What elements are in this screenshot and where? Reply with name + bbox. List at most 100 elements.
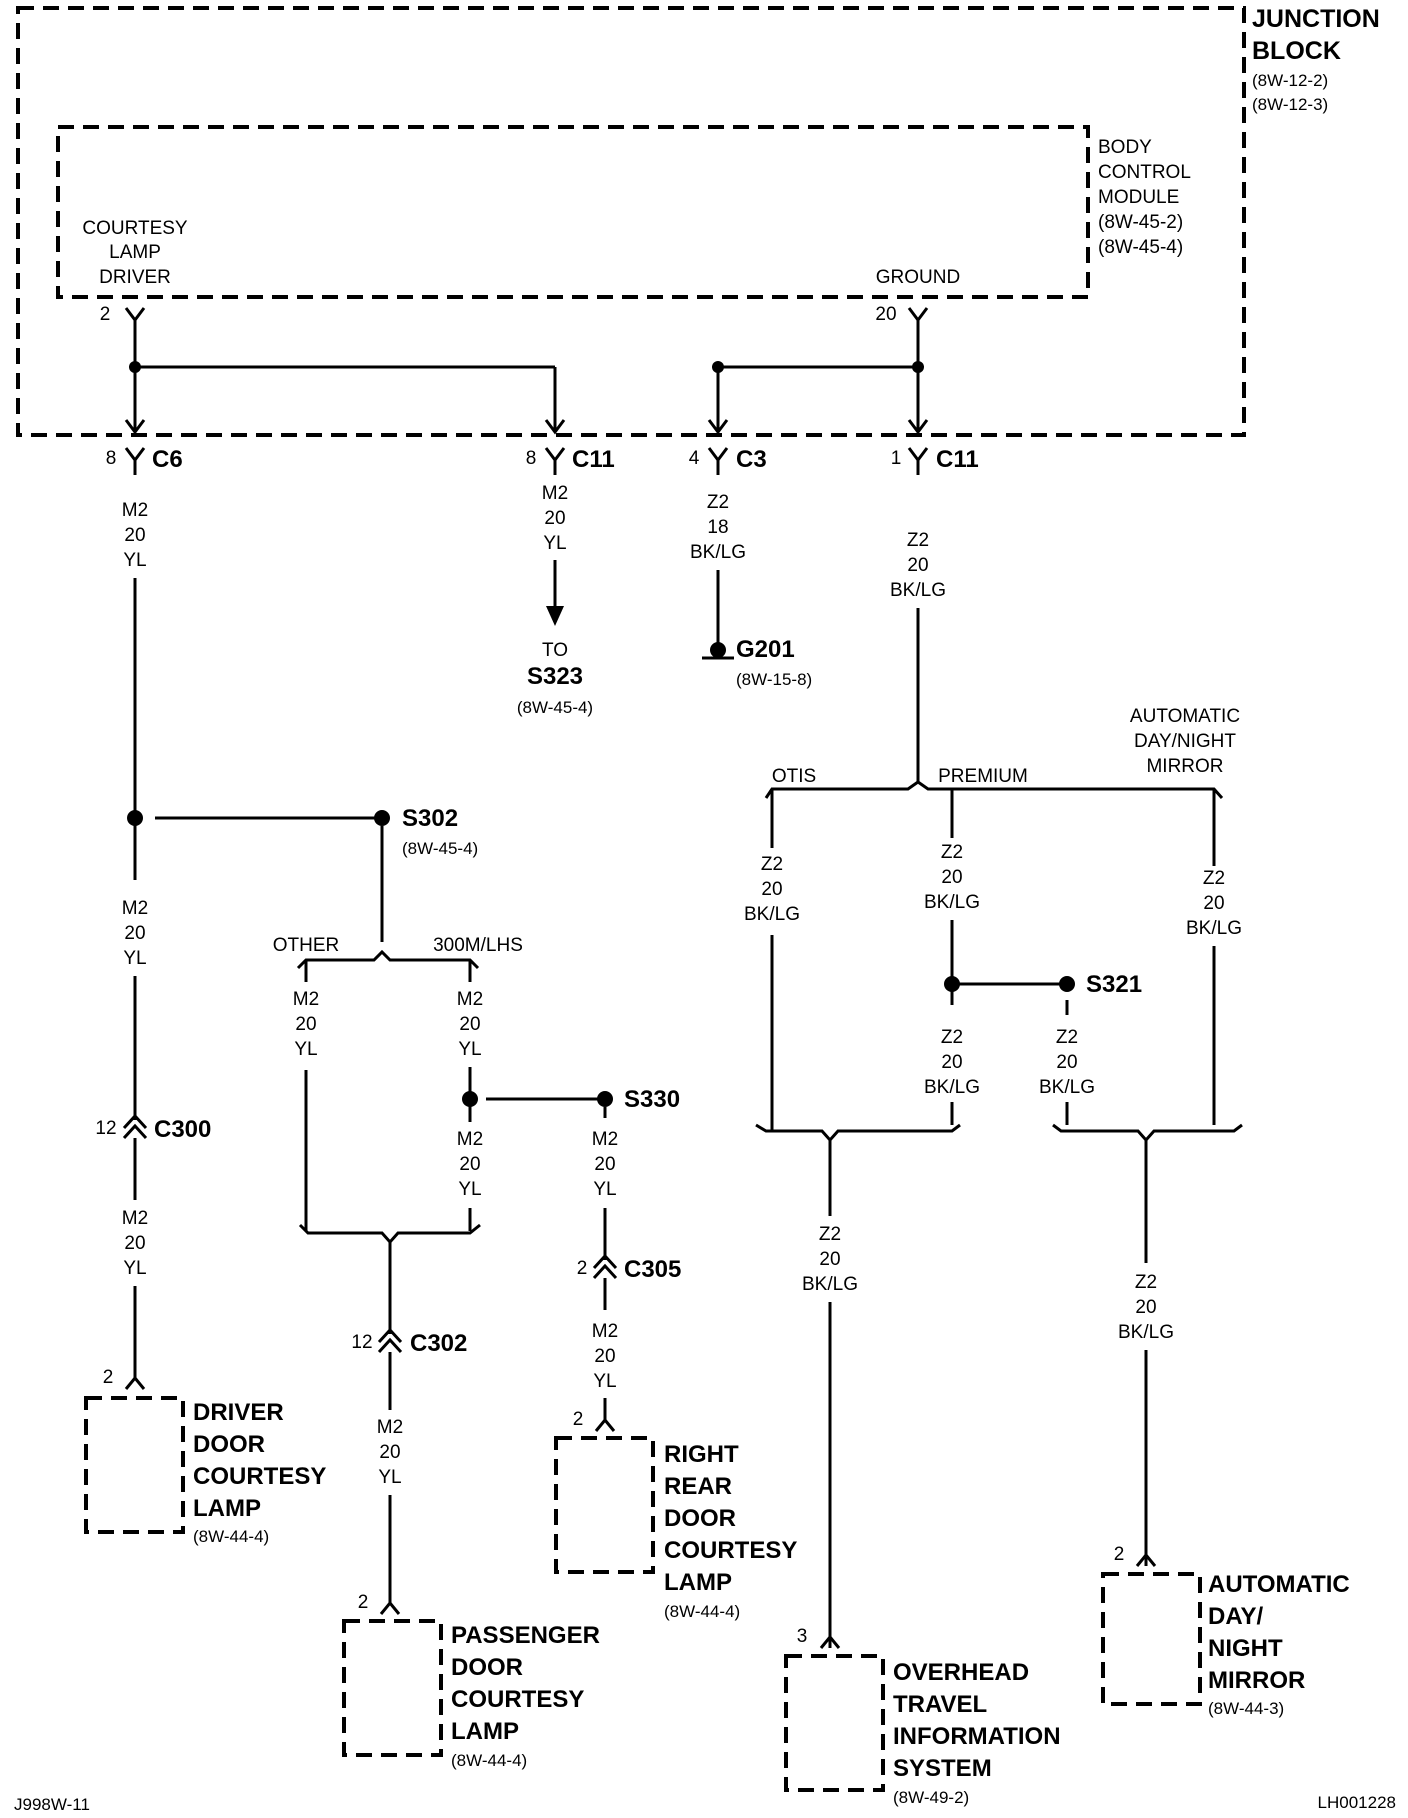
wire-otis-gauge: 20 — [761, 879, 782, 900]
connector-c11a-pin: 8 — [526, 448, 537, 469]
bcm-title-2: CONTROL — [1098, 162, 1191, 183]
s302-ref: (8W-45-4) — [402, 839, 478, 858]
wire-c6-circuit: M2 — [122, 500, 148, 521]
rear-lamp-box — [554, 1436, 655, 1574]
connector-c11b-pin: 1 — [891, 448, 902, 469]
connector-c6-pin: 8 — [106, 448, 117, 469]
wire-c302-color: YL — [378, 1467, 401, 1488]
mirror-module-box — [1101, 1572, 1202, 1706]
branch-adm-label-2: DAY/NIGHT — [1134, 731, 1236, 752]
footer-right-code: LH001228 — [1318, 1793, 1396, 1812]
courtesy-driver-terminal — [124, 307, 146, 323]
rear-lamp-name-5: LAMP — [664, 1569, 732, 1596]
bcm-ref-2: (8W-45-4) — [1098, 237, 1183, 258]
wire-other-color: YL — [294, 1039, 317, 1060]
otis-module-name-1: OVERHEAD — [893, 1659, 1029, 1686]
passenger-lamp-box — [342, 1619, 443, 1757]
splice-s302-right — [374, 810, 390, 826]
join-bracket-passenger — [298, 1223, 481, 1245]
wire-s302-driver-circuit: M2 — [122, 898, 148, 919]
rear-lamp-name-2: REAR — [664, 1473, 732, 1500]
otis-module-box — [784, 1654, 885, 1792]
wire-s302-driver-color: YL — [123, 948, 146, 969]
join-bracket-mirror — [1052, 1123, 1243, 1143]
wire-otis-module-circuit: Z2 — [819, 1224, 841, 1245]
wire-mirror-module-gauge: 20 — [1135, 1297, 1156, 1318]
wire-premium-color: BK/LG — [924, 892, 980, 913]
internal-splice-driver — [129, 361, 141, 373]
otis-module-name-3: INFORMATION — [893, 1723, 1061, 1750]
wire-premium-circuit: Z2 — [941, 842, 963, 863]
wire-c6-gauge: 20 — [124, 525, 145, 546]
wire-s330-right-circuit: M2 — [592, 1129, 618, 1150]
driver-lamp-name-1: DRIVER — [193, 1399, 284, 1426]
wire-mirror-module-color: BK/LG — [1118, 1322, 1174, 1343]
wire-mirror-module-circuit: Z2 — [1135, 1272, 1157, 1293]
connector-c305-label: C305 — [624, 1256, 681, 1283]
wire-c300-color: YL — [123, 1258, 146, 1279]
wire-s330-left-gauge: 20 — [459, 1154, 480, 1175]
otis-module-pin: 3 — [797, 1626, 808, 1647]
wire-otis-color: BK/LG — [744, 904, 800, 925]
mirror-module-name-3: NIGHT — [1208, 1635, 1283, 1662]
connector-c3-pin: 4 — [689, 448, 700, 469]
passenger-lamp-ref: (8W-44-4) — [451, 1751, 527, 1770]
ground-label: GROUND — [876, 267, 960, 288]
mirror-module-ref: (8W-44-3) — [1208, 1699, 1284, 1718]
connector-c302-pin: 12 — [351, 1332, 372, 1353]
wire-c3-circuit: Z2 — [707, 492, 729, 513]
splice-s321-right — [1059, 976, 1075, 992]
driver-lamp-name-3: COURTESY — [193, 1463, 326, 1490]
join-bracket-otis — [755, 1123, 961, 1143]
junction-block-ref-1: (8W-12-2) — [1252, 71, 1328, 90]
mirror-module-name-1: AUTOMATIC — [1208, 1571, 1350, 1598]
courtesy-driver-label-1: COURTESY — [82, 218, 188, 239]
driver-lamp-ref: (8W-44-4) — [193, 1527, 269, 1546]
connector-c11a-symbol — [544, 447, 566, 475]
mirror-module-pin: 2 — [1114, 1544, 1125, 1565]
junction-block-ref-2: (8W-12-3) — [1252, 95, 1328, 114]
wire-c302-circuit: M2 — [377, 1417, 403, 1438]
branch-otis-label: OTIS — [772, 766, 816, 787]
connector-c3-label: C3 — [736, 446, 767, 473]
passenger-lamp-terminal — [379, 1600, 401, 1615]
wire-c11b-circuit: Z2 — [907, 530, 929, 551]
passenger-lamp-name-4: LAMP — [451, 1718, 519, 1745]
wire-c3-gauge: 18 — [707, 517, 728, 538]
connector-c305-pin: 2 — [577, 1258, 588, 1279]
splice-s330-left — [462, 1091, 478, 1107]
courtesy-driver-pin: 2 — [100, 304, 111, 325]
wire-other-circuit: M2 — [293, 989, 319, 1010]
wire-lhs-gauge: 20 — [459, 1014, 480, 1035]
wire-c305-gauge: 20 — [594, 1346, 615, 1367]
connector-c305-symbol — [592, 1253, 618, 1280]
rear-lamp-terminal — [594, 1417, 616, 1432]
s330-label: S330 — [624, 1086, 680, 1113]
splice-s302-left — [127, 810, 143, 826]
g201-label: G201 — [736, 636, 795, 663]
bcm-ref-1: (8W-45-2) — [1098, 212, 1183, 233]
connector-c6-symbol — [124, 447, 146, 475]
s302-label: S302 — [402, 805, 458, 832]
otis-module-name-2: TRAVEL — [893, 1691, 987, 1718]
wire-c3-color: BK/LG — [690, 542, 746, 563]
otis-module-terminal — [819, 1634, 841, 1649]
wire-s330-left-color: YL — [458, 1179, 481, 1200]
rear-lamp-pin: 2 — [573, 1409, 584, 1430]
arrow-c11a — [544, 419, 566, 435]
s321-label: S321 — [1086, 971, 1142, 998]
branch-adm-label-3: MIRROR — [1146, 756, 1223, 777]
driver-lamp-name-2: DOOR — [193, 1431, 265, 1458]
wire-s321-right-color: BK/LG — [1039, 1077, 1095, 1098]
branch-premium-label: PREMIUM — [938, 766, 1028, 787]
wire-c305-circuit: M2 — [592, 1321, 618, 1342]
connector-c300-symbol — [122, 1113, 148, 1140]
s323-label: S323 — [527, 663, 583, 690]
wire-lhs-circuit: M2 — [457, 989, 483, 1010]
wire-c11a-circuit: M2 — [542, 483, 568, 504]
passenger-lamp-pin: 2 — [358, 1592, 369, 1613]
ground-pin: 20 — [875, 304, 896, 325]
arrow-c11b — [907, 419, 929, 435]
wire-c305-color: YL — [593, 1371, 616, 1392]
